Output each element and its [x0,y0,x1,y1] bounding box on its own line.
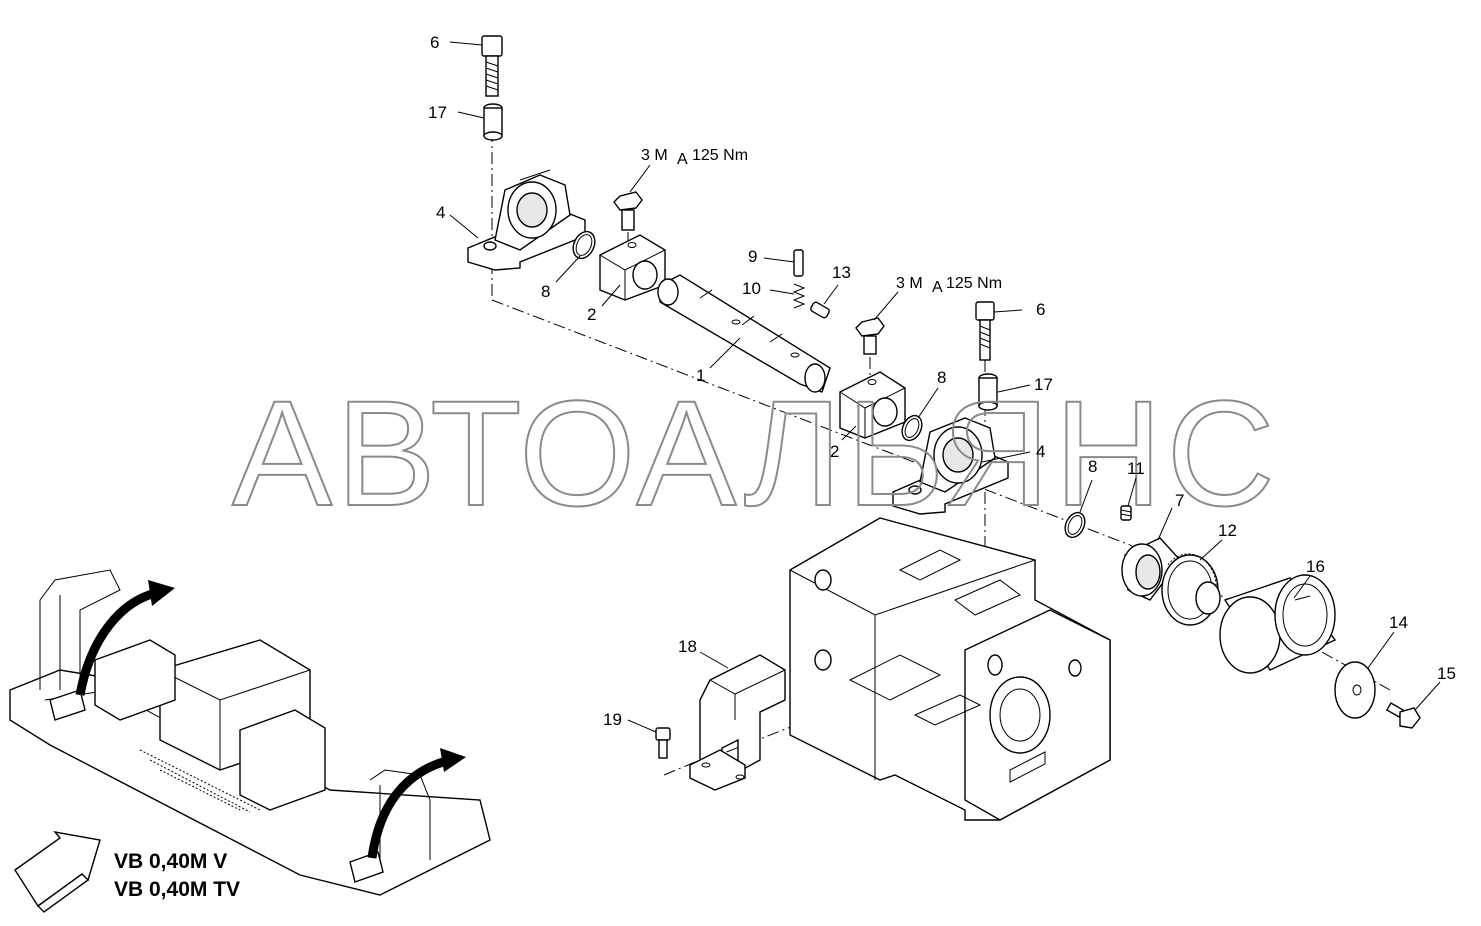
variant-label-v: VB 0,40M V [114,850,227,873]
callout-9: 9 [748,247,757,266]
shaft-1 [657,274,831,393]
bolt-6-right [975,301,995,361]
torque-annotation-right: 3 M A 125 Nm [896,275,1002,296]
variant-label-tv: VB 0,40M TV [114,878,240,901]
callout-17-right: 17 [1034,375,1053,394]
bearing-block-4-right [892,417,1009,515]
pin-9 [793,249,804,277]
callout-11: 11 [1127,459,1145,478]
callout-2-left: 2 [587,305,596,324]
key-13 [810,301,830,319]
torque-value-right: 125 Nm [946,275,1002,292]
spacer-17-top [483,103,503,141]
spacer-17-right [978,373,998,411]
callout-numbers: 6 17 4 8 2 1 9 10 13 6 17 8 2 4 8 11 7 1… [428,33,1456,729]
circlip-8-middle [901,414,923,442]
callout-15: 15 [1437,664,1456,683]
machine-overview-inset [9,569,491,896]
watermark: АВТОАЛЬЯНС [232,369,1279,537]
callout-6-right: 6 [1036,300,1045,319]
collar-7 [1121,537,1181,601]
circlip-8-right [1064,511,1086,539]
callout-2-right: 2 [830,442,839,461]
callout-leaders [449,41,1441,733]
callout-18: 18 [678,637,697,656]
callout-4-left: 4 [436,203,445,222]
torque-subscript-left: A [677,151,688,168]
callout-3-left: 3 M [641,147,668,164]
torque-subscript-right: A [932,279,943,296]
callout-17-top: 17 [428,103,447,122]
cam-block-2-right [839,371,906,439]
callout-4-right: 4 [1036,442,1045,461]
bolt-6-top [481,35,503,97]
callout-10: 10 [742,279,761,298]
bolt-3-right [855,317,885,355]
bolt-3-left [613,191,643,231]
washer-14 [1334,661,1376,719]
callout-3-right: 3 M [896,275,923,292]
view-direction-arrow [14,830,101,913]
callout-19: 19 [603,710,622,729]
bearing-block-4-left [467,169,586,271]
cam-block-2-left [599,234,666,301]
bolt-19 [655,727,671,759]
callout-13: 13 [832,263,851,282]
set-screw-11 [1120,505,1132,521]
bracket-18 [689,654,786,791]
callout-12: 12 [1218,521,1237,540]
callout-8-right: 8 [1088,457,1097,476]
torque-value-left: 125 Nm [692,147,748,164]
callout-14: 14 [1389,613,1408,632]
circlip-8-left [572,230,596,260]
spring-10 [792,283,806,309]
callout-8-middle: 8 [937,368,946,387]
callout-1: 1 [696,366,705,385]
bolt-15 [1385,702,1421,729]
callout-16: 16 [1306,557,1325,576]
callout-7: 7 [1175,491,1184,510]
main-frame-housing [789,517,1111,821]
torque-annotation-left: 3 M A 125 Nm [641,147,748,168]
callout-6-top: 6 [430,33,439,52]
coupling-16 [1219,574,1337,674]
callout-8-left: 8 [541,282,550,301]
gear-12 [1161,553,1221,626]
